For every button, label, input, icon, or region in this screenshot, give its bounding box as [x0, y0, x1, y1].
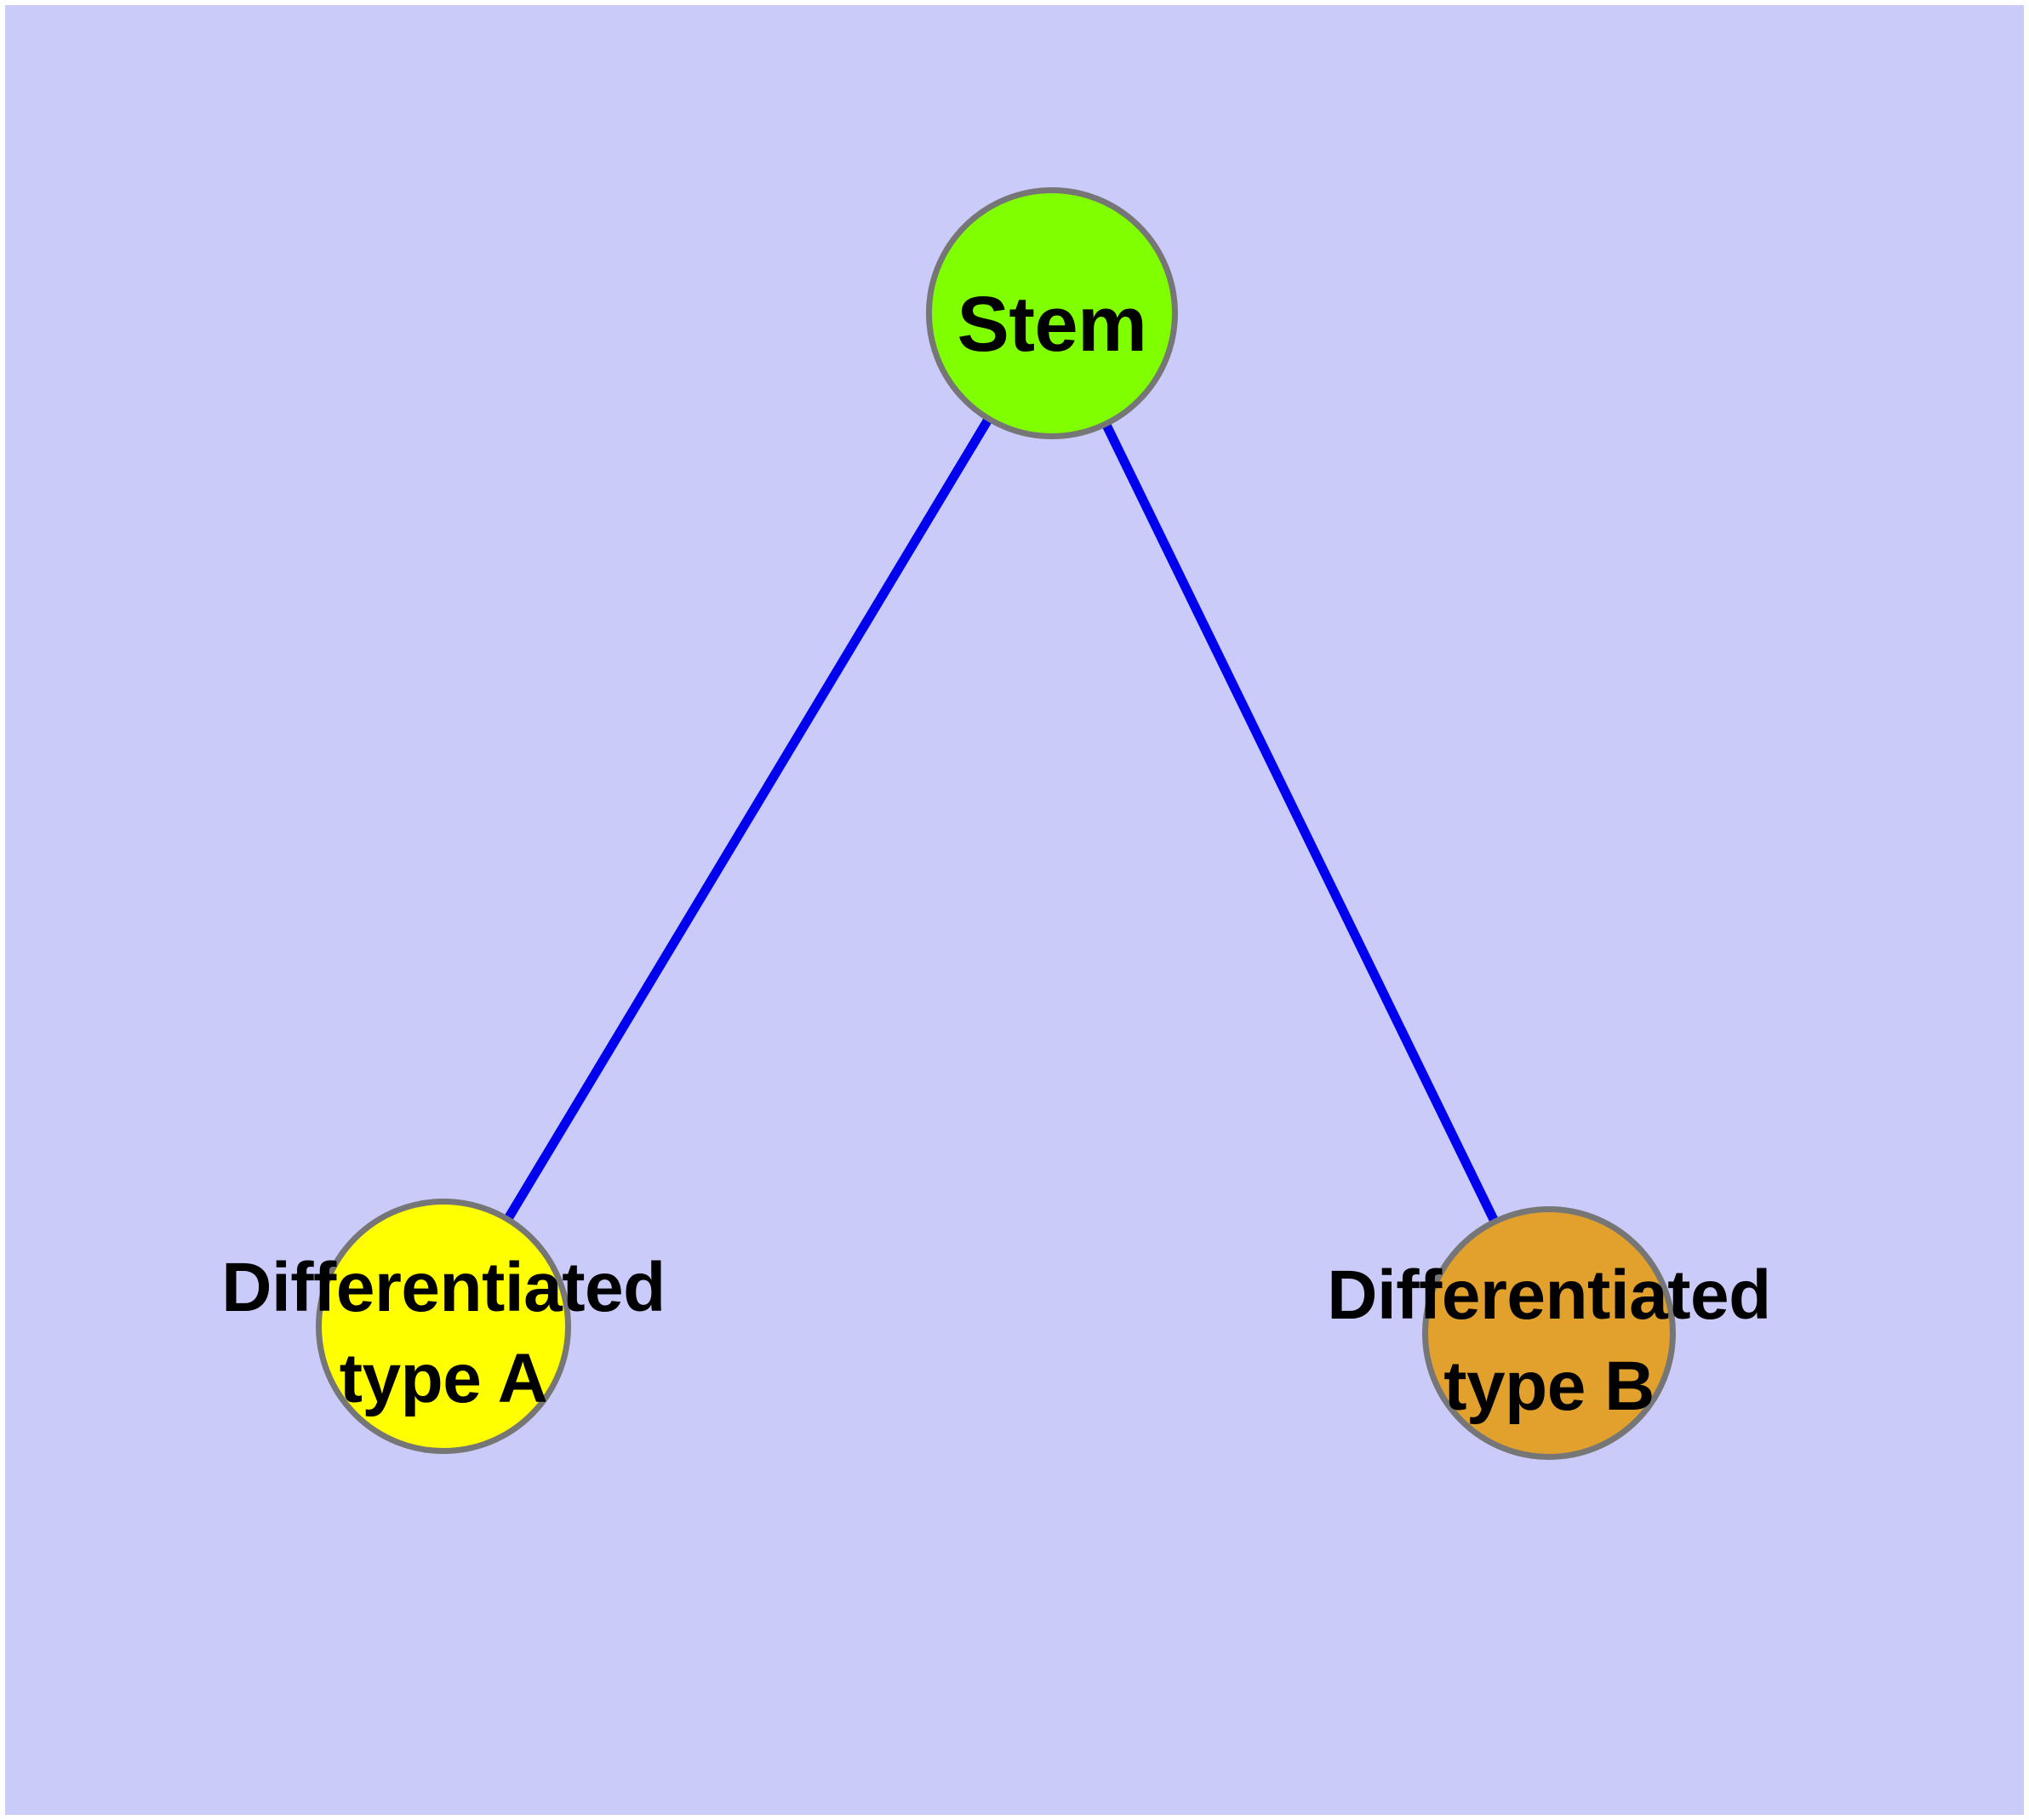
node-stem[interactable] — [926, 187, 1178, 439]
node-differentiated-type-b[interactable] — [1422, 1206, 1676, 1460]
node-differentiated-type-a[interactable] — [316, 1199, 571, 1454]
